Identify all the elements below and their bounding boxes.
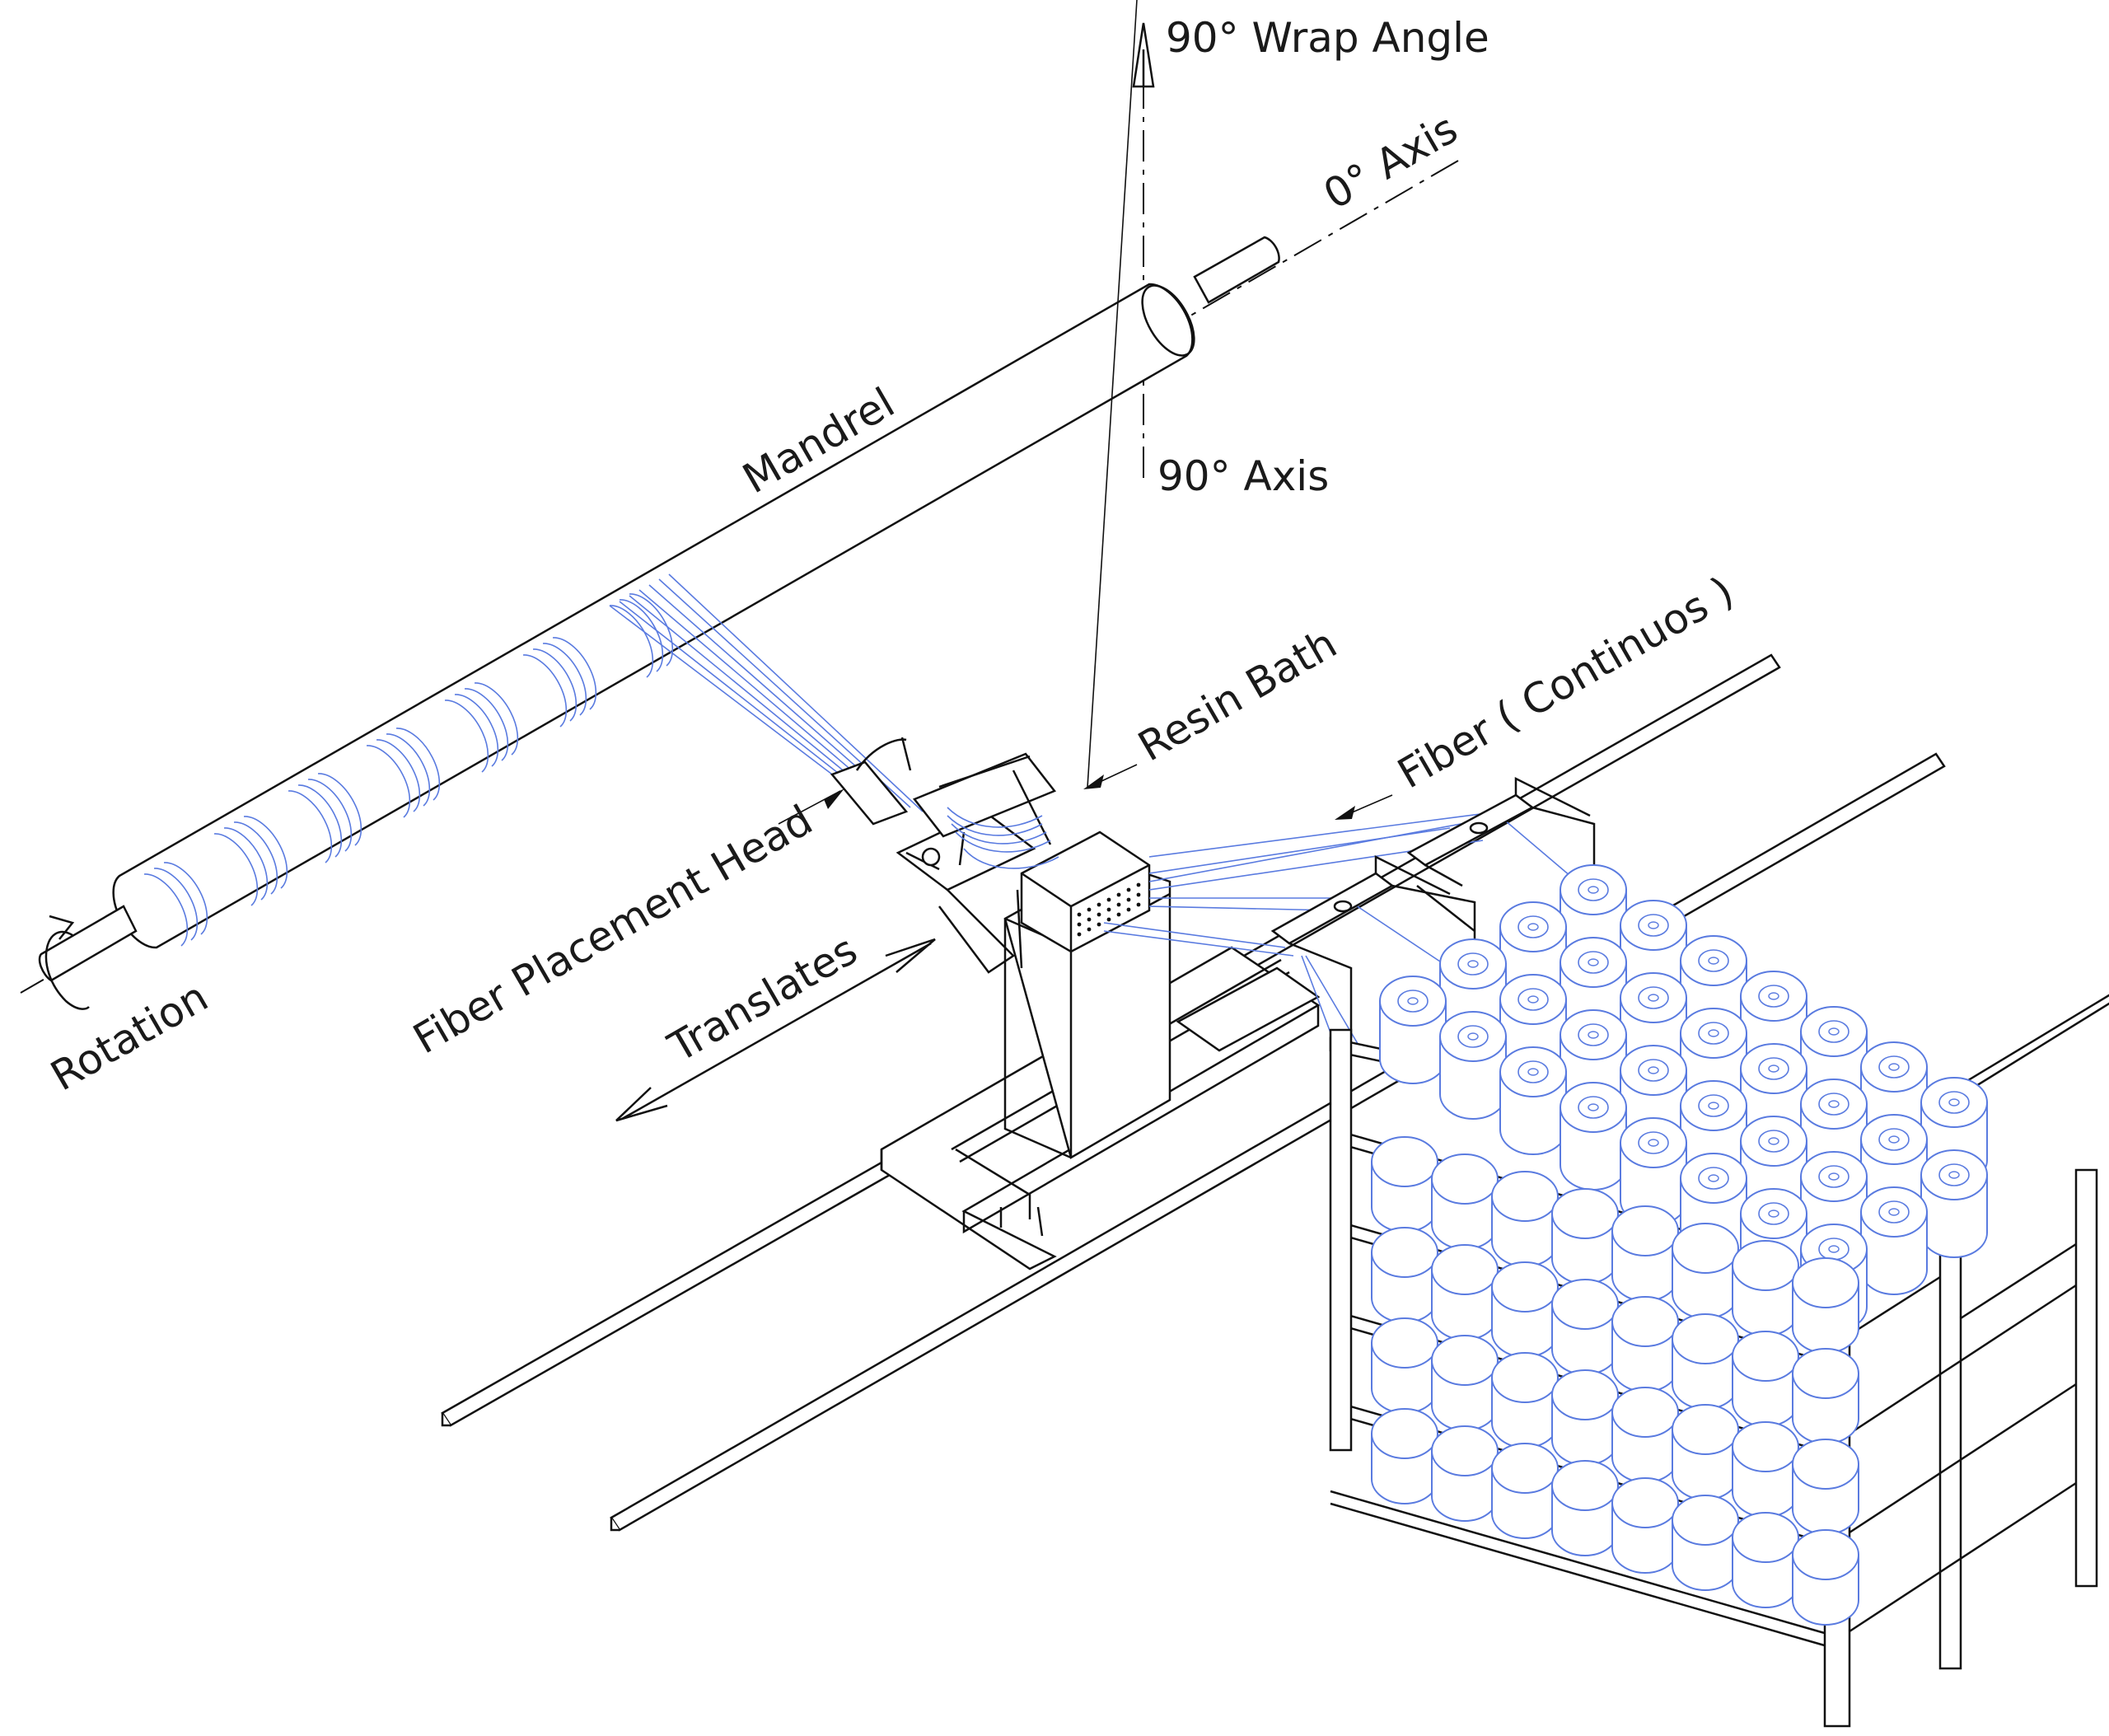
spool-shelf xyxy=(1371,1136,1438,1233)
spool-shelf xyxy=(1551,1188,1619,1284)
spool-shelf xyxy=(1611,1296,1679,1392)
spool-shelf xyxy=(1431,1244,1499,1341)
spool-shelf xyxy=(1672,1404,1739,1500)
label-resin-bath: Resin Bath xyxy=(1130,620,1344,771)
placement-head-arrow-icon xyxy=(778,788,844,825)
spool-shelf xyxy=(1551,1279,1619,1375)
spool-shelf xyxy=(1371,1408,1438,1504)
spool xyxy=(1379,976,1447,1084)
spool-shelf xyxy=(1491,1352,1559,1448)
spool xyxy=(1439,1011,1507,1120)
spool-shelf xyxy=(1431,1335,1499,1431)
mandrel-fiber-wraps xyxy=(143,593,674,947)
spool-shelf xyxy=(1792,1529,1859,1626)
label-zero-axis: 0° Axis xyxy=(1316,105,1466,218)
translates-arrow-icon xyxy=(615,938,936,1122)
spool-shelf xyxy=(1611,1205,1679,1302)
spool-shelf xyxy=(1611,1387,1679,1483)
rotation-arrow-icon xyxy=(44,915,90,1010)
spool-shelf xyxy=(1732,1331,1799,1427)
spool-shelf xyxy=(1431,1153,1499,1250)
spool xyxy=(1499,1046,1567,1155)
spool-shelf xyxy=(1672,1313,1739,1410)
spool-shelf xyxy=(1491,1171,1559,1267)
spool-shelf xyxy=(1611,1477,1679,1574)
vertical-axis xyxy=(1132,22,1155,478)
spool-shelf xyxy=(1672,1223,1739,1319)
spool-shelf xyxy=(1491,1261,1559,1358)
fiber-spools-shelves xyxy=(1371,1136,1859,1626)
mandrel xyxy=(38,236,1280,1010)
label-wrap-angle: 90° Wrap Angle xyxy=(1166,14,1489,62)
spool-shelf xyxy=(1371,1227,1438,1323)
spool-shelf xyxy=(1431,1425,1499,1522)
spool-shelf xyxy=(1371,1317,1438,1414)
spool-shelf xyxy=(1792,1257,1859,1354)
spool xyxy=(1860,1186,1928,1295)
resin-bath-perforations xyxy=(1077,882,1141,937)
spool-shelf xyxy=(1792,1439,1859,1535)
spool-shelf xyxy=(1672,1495,1739,1591)
label-ninety-axis: 90° Axis xyxy=(1157,452,1329,500)
label-fiber: Fiber ( Continuos ) xyxy=(1390,567,1742,798)
fiber-arrow-icon xyxy=(1335,794,1393,820)
fiber-placement-head xyxy=(830,737,1059,869)
head-fiber-loops xyxy=(947,807,1059,869)
spool-shelf xyxy=(1551,1369,1619,1466)
spool-shelf xyxy=(1551,1460,1619,1556)
spool xyxy=(1920,1149,1988,1258)
spool-shelf xyxy=(1792,1348,1859,1444)
spool-shelf xyxy=(1732,1240,1799,1336)
spool-shelf xyxy=(1732,1512,1799,1608)
spool-shelf xyxy=(1732,1421,1799,1518)
spool-shelf xyxy=(1491,1443,1559,1539)
fiber-strands-to-mandrel xyxy=(609,573,924,812)
label-rotation: Rotation xyxy=(43,973,216,1101)
fiber-spools-top xyxy=(1379,864,1988,1332)
spool xyxy=(1560,1082,1627,1191)
resin-bath-arrow-icon xyxy=(1083,0,1138,789)
